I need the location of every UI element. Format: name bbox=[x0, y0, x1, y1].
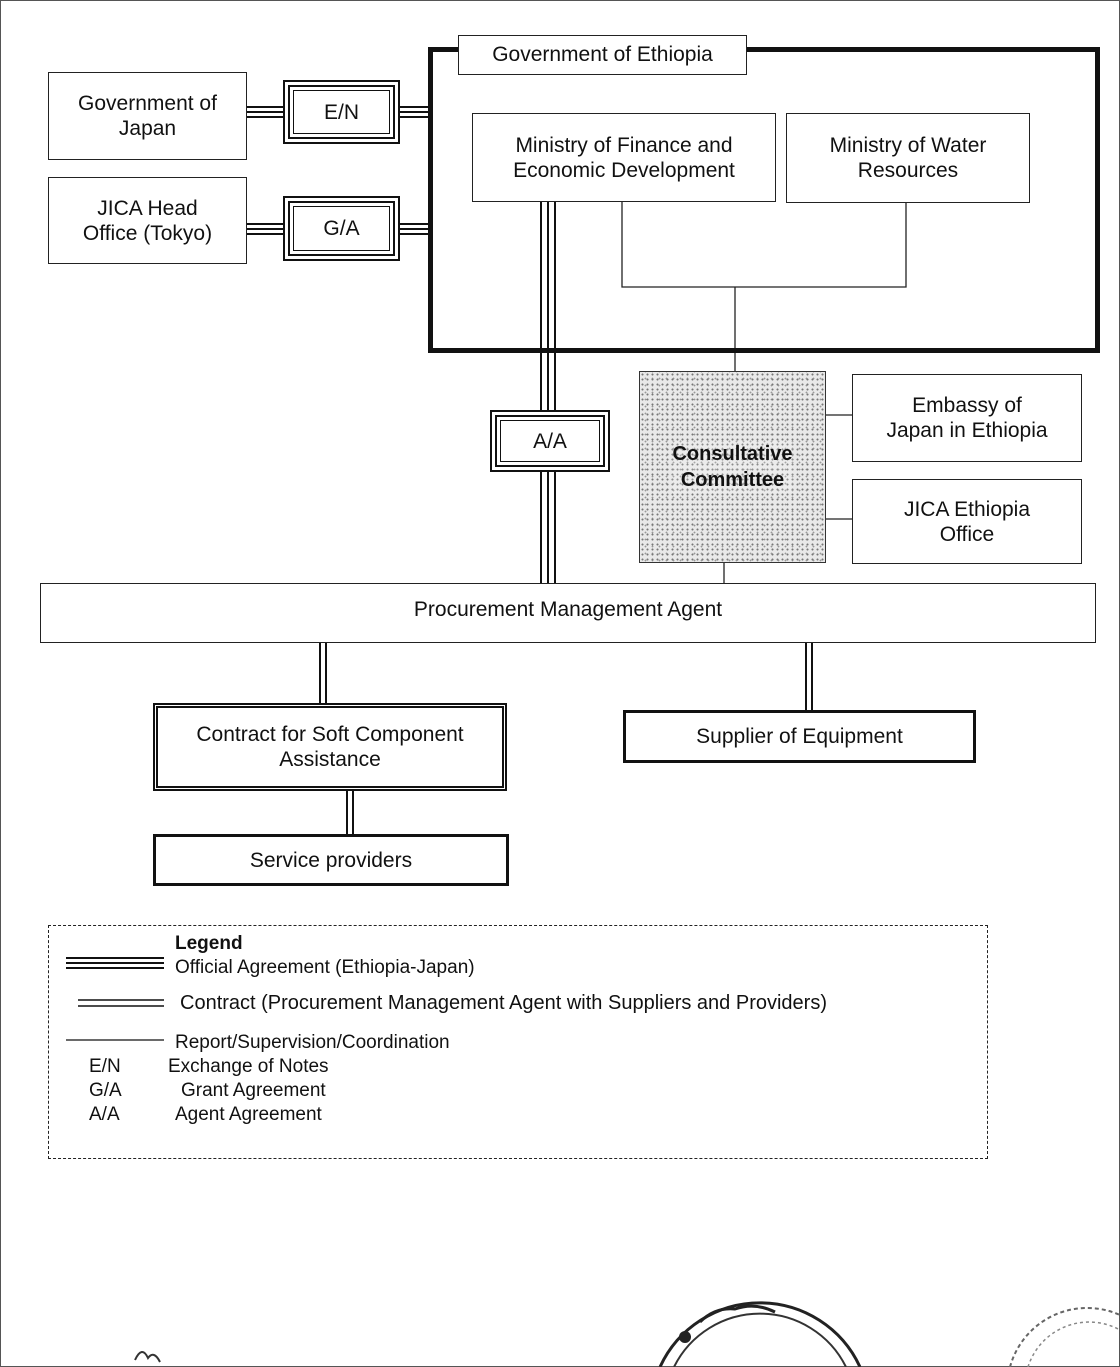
en-agreement-label: E/N bbox=[323, 100, 359, 124]
legend-aa-meaning: Agent Agreement bbox=[175, 1104, 322, 1125]
government-of-japan-label: Government of Japan bbox=[78, 92, 217, 140]
procurement-management-agent-box: Procurement Management Agent bbox=[40, 583, 1096, 643]
embassy-of-japan-label: Embassy of Japan in Ethiopia bbox=[886, 394, 1048, 442]
ministry-of-finance-box: Ministry of Finance and Economic Develop… bbox=[472, 113, 776, 202]
legend-ga-abbr: G/A bbox=[89, 1080, 122, 1101]
signature-mark bbox=[134, 1351, 161, 1363]
aa-agreement-box: A/A bbox=[490, 410, 610, 472]
official-line-japan-en bbox=[247, 106, 430, 118]
legend-line-samples bbox=[66, 957, 164, 1041]
official-line-jica-ga bbox=[247, 223, 430, 235]
jica-head-office-label: JICA Head Office (Tokyo) bbox=[82, 196, 213, 245]
consultative-committee-label: Consultative Committee bbox=[672, 441, 793, 493]
soft-component-contract-label: Contract for Soft Component Assistance bbox=[196, 723, 464, 771]
legend-contract: Contract (Procurement Management Agent w… bbox=[180, 992, 827, 1014]
legend-en-meaning: Exchange of Notes bbox=[168, 1056, 329, 1077]
government-of-ethiopia-title: Government of Ethiopia bbox=[458, 35, 747, 75]
ga-agreement-label: G/A bbox=[323, 217, 360, 240]
legend-aa-abbr: A/A bbox=[89, 1104, 120, 1125]
ministry-of-water-box: Ministry of Water Resources bbox=[786, 113, 1030, 203]
aa-agreement-label: A/A bbox=[533, 429, 567, 453]
government-of-japan-box: Government of Japan bbox=[48, 72, 247, 160]
legend-ga-meaning: Grant Agreement bbox=[181, 1080, 326, 1101]
legend-box bbox=[48, 925, 988, 1159]
jica-head-office-box: JICA Head Office (Tokyo) bbox=[48, 177, 247, 264]
official-stamp-left bbox=[658, 1301, 862, 1367]
legend-official-agreement: Official Agreement (Ethiopia-Japan) bbox=[175, 957, 475, 978]
official-line-mof-aa-pma bbox=[540, 202, 556, 583]
supplier-of-equipment-box: Supplier of Equipment bbox=[623, 710, 976, 763]
government-of-ethiopia-frame bbox=[428, 47, 1100, 353]
ga-agreement-box: G/A bbox=[283, 196, 400, 261]
ministry-of-finance-label: Ministry of Finance and Economic Develop… bbox=[513, 133, 735, 182]
jica-ethiopia-office-label: JICA Ethiopia Office bbox=[903, 497, 1031, 546]
soft-component-contract-box: Contract for Soft Component Assistance bbox=[153, 703, 507, 791]
procurement-management-agent-label: Procurement Management Agent bbox=[413, 598, 723, 621]
jica-ethiopia-office-box: JICA Ethiopia Office bbox=[852, 479, 1082, 564]
supplier-of-equipment-label: Supplier of Equipment bbox=[696, 725, 903, 748]
ministry-of-water-label: Ministry of Water Resources bbox=[829, 134, 987, 182]
legend-report: Report/Supervision/Coordination bbox=[175, 1032, 450, 1053]
official-stamp-right bbox=[1009, 1307, 1120, 1367]
service-providers-box: Service providers bbox=[153, 834, 509, 886]
en-agreement-box: E/N bbox=[283, 80, 400, 144]
report-line-ministries bbox=[621, 202, 907, 583]
contract-lines bbox=[319, 643, 813, 834]
legend-en-abbr: E/N bbox=[89, 1056, 121, 1077]
legend-title: Legend bbox=[175, 933, 243, 954]
consultative-committee-box: Consultative Committee bbox=[639, 371, 826, 563]
embassy-of-japan-box: Embassy of Japan in Ethiopia bbox=[852, 374, 1082, 462]
service-providers-label: Service providers bbox=[249, 848, 413, 872]
